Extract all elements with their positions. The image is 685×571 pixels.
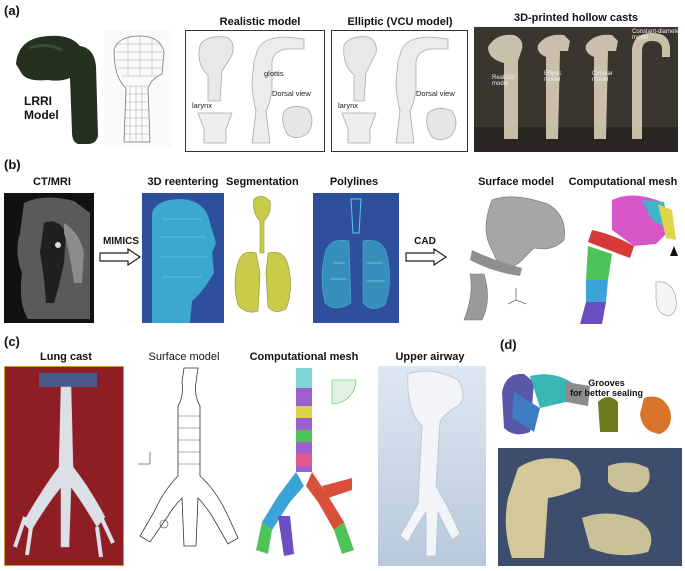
segmentation-image [234,196,291,313]
panel-b-letter: (b) [4,157,21,172]
larynx-label-2: larynx [338,101,359,110]
panel-a-letter: (a) [4,3,20,18]
dorsal-view-label-2: Dorsal view [416,89,455,98]
reentering-label: 3D reentering [147,176,219,188]
segmentation-label: Segmentation [226,176,299,188]
grooves-label: Grooves for better sealing [570,378,644,398]
cast-label-realistic: Realistic model [492,75,515,87]
ct-mri-label: CT/MRI [33,176,71,188]
casts-photo: Realistic model Elliptic model Circular … [474,27,682,152]
realistic-model-title: Realistic model [219,16,301,28]
surface-model-label-b: Surface model [478,176,554,188]
arrow-cad-icon [405,248,448,266]
comp-mesh-image-b [580,195,678,324]
glottis-label: glottis [264,69,284,78]
lrri-model-image [16,35,98,144]
ct-mri-image [4,193,94,323]
panel-c-letter: (c) [4,334,20,349]
printed-casts-photo [498,448,682,566]
comp-mesh-label-b: Computational mesh [568,176,678,188]
surface-model-image-c [138,367,239,547]
casts-title: 3D-printed hollow casts [513,12,639,24]
surface-model-image-b [463,196,565,321]
lrri-model-label: LRRI Model [24,94,59,122]
polylines-label: Polylines [329,176,379,188]
cast-label-elliptic: Elliptic model [544,71,562,83]
comp-mesh-label-c: Computational mesh [249,351,359,363]
elliptic-model-box: larynx Dorsal view [331,30,468,152]
surface-model-label-c: Surface model [148,351,220,363]
model-segments-image [502,373,671,435]
mimics-label: MIMICS [102,236,140,247]
dorsal-view-label-1: Dorsal view [272,89,311,98]
cast-label-constant: Constant-diameter model [632,29,682,41]
arrow-mimics-icon [99,248,142,266]
wireframe-model-image [104,30,172,148]
panel-d-letter: (d) [500,337,517,352]
reentering-image [142,193,224,323]
upper-airway-image [378,366,486,566]
lung-cast-photo [4,366,124,566]
realistic-model-box: larynx glottis Dorsal view [185,30,325,152]
comp-mesh-image-c [256,368,357,556]
cast-label-circular: Circular model [592,71,613,83]
polylines-image [313,193,399,323]
upper-airway-label: Upper airway [395,351,465,363]
cad-label: CAD [414,236,436,247]
lung-cast-label: Lung cast [40,351,92,363]
larynx-label-1: larynx [192,101,213,110]
elliptic-model-title: Elliptic (VCU model) [347,16,453,28]
